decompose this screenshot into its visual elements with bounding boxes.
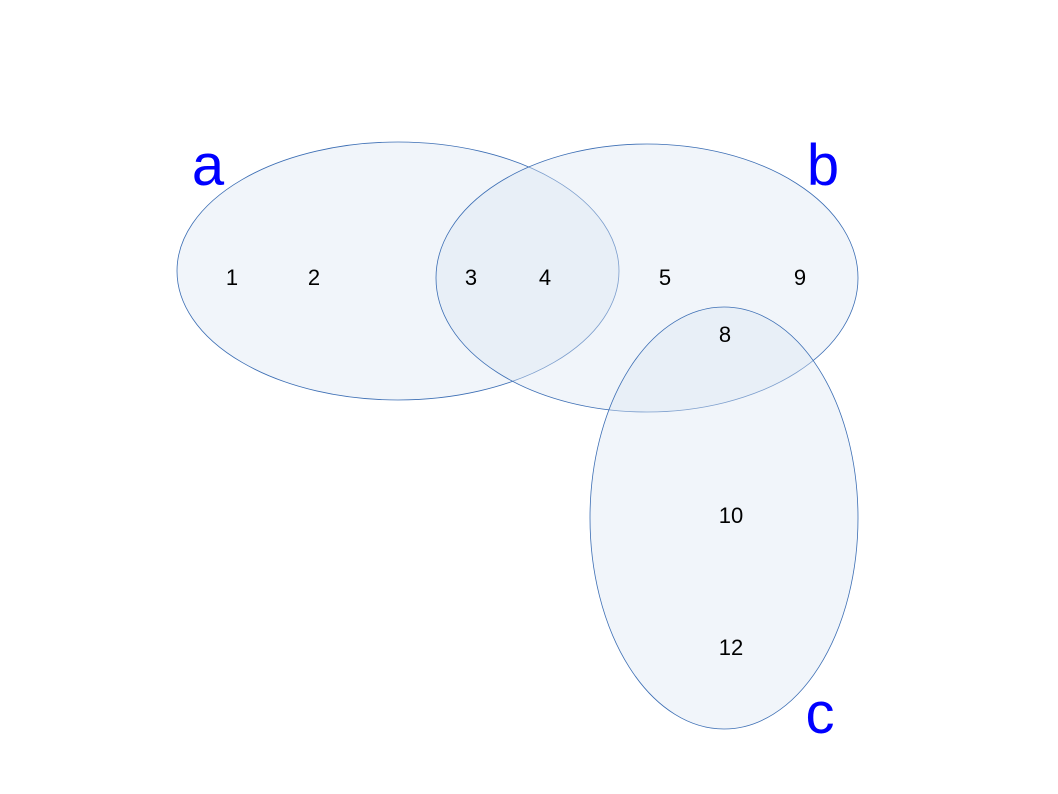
element-8: 8 [719,322,731,347]
element-5: 5 [659,265,671,290]
element-10: 10 [719,503,743,528]
set-shapes [176,141,859,730]
element-3: 3 [465,265,477,290]
element-2: 2 [308,265,320,290]
element-12: 12 [719,635,743,660]
set-c-ellipse [589,306,859,730]
set-b-label: b [807,133,839,198]
element-4: 4 [539,265,551,290]
set-a-ellipse [176,141,620,401]
elements: 1 2 3 4 5 9 8 10 12 [226,265,806,660]
set-labels: a b c [192,133,839,746]
set-b-ellipse [435,143,859,413]
element-9: 9 [794,265,806,290]
set-a-label: a [192,133,225,198]
set-c-label: c [806,681,835,746]
element-1: 1 [226,265,238,290]
